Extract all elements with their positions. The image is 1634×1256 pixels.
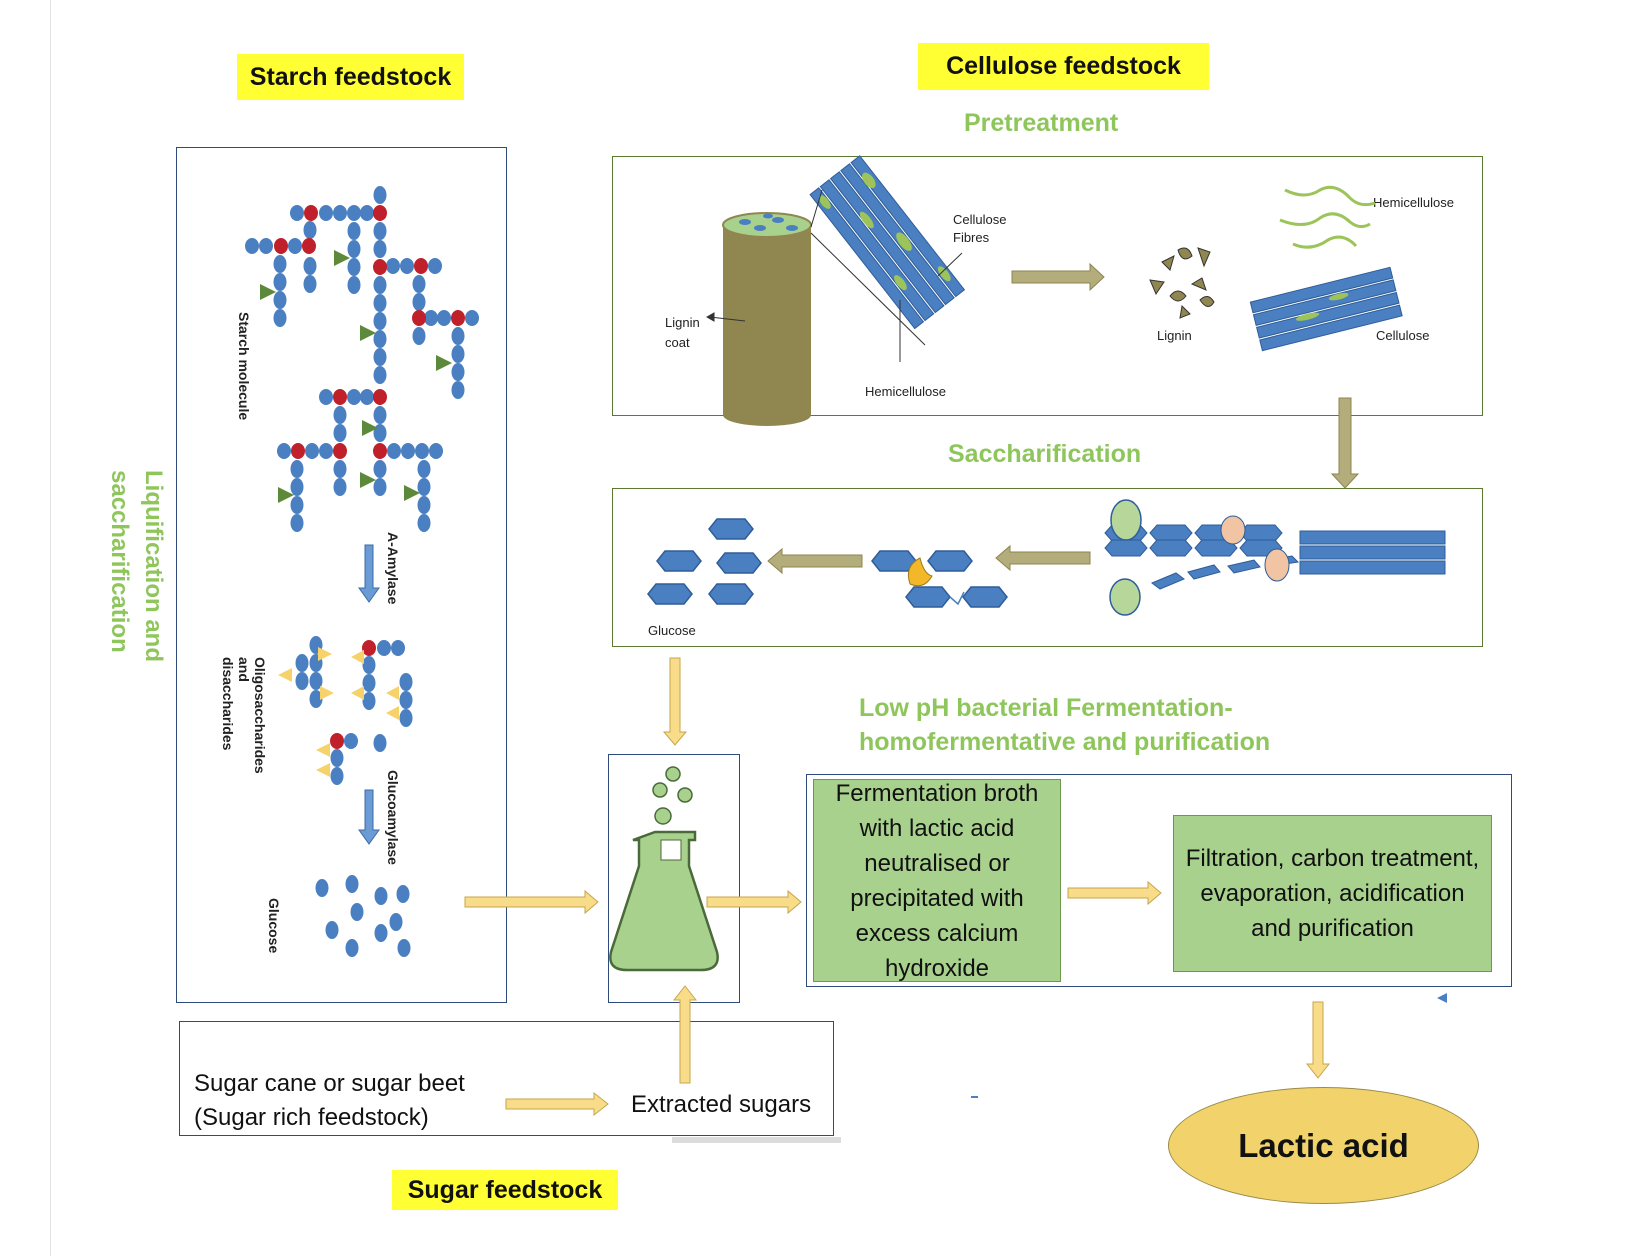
hemicellulose-label-bottom: Hemicellulose — [865, 384, 946, 399]
starch-molecule-label: Starch molecule — [236, 312, 252, 421]
stray-marker — [1437, 993, 1447, 1003]
stray-dash — [971, 1096, 978, 1098]
fermenter-flask-icon — [609, 766, 719, 972]
saccharification-arrows — [767, 544, 1091, 575]
saccharification-glucose-hexagons — [647, 518, 762, 605]
glucose-to-fermenter-arrow — [662, 657, 688, 746]
starch-molecule-graphic — [245, 186, 479, 532]
sugar-panel-shadow — [672, 1137, 841, 1143]
sugar-feedstock-title: Sugar feedstock — [392, 1170, 618, 1210]
liquification-side-title: Liquification and saccharification — [106, 470, 167, 662]
pretreatment-arrow — [1011, 262, 1105, 292]
cellulose-feedstock-title: Cellulose feedstock — [918, 43, 1209, 90]
fermentation-title-line1: Low pH bacterial Fermentation- — [859, 694, 1233, 722]
lactic-acid-product: Lactic acid — [1168, 1087, 1479, 1204]
pretreatment-pointer-lines — [705, 189, 963, 362]
lignin-label: Lignin — [1157, 328, 1192, 343]
starch-glucose-label: Glucose — [266, 898, 282, 954]
fermentation-broth-box: Fermentation broth with lactic acid neut… — [813, 779, 1061, 982]
oligosaccharides-graphic — [278, 636, 413, 785]
cellulose-fibres-label: Cellulose Fibres — [953, 212, 1007, 245]
hemicellulose-strands — [1279, 185, 1376, 249]
sugar-source-line1: Sugar cane or sugar beet — [194, 1070, 465, 1097]
sugar-source-line2: (Sugar rich feedstock) — [194, 1104, 429, 1131]
fermentation-title-line2: homofermentative and purification — [859, 728, 1271, 756]
starch-glucose-graphic — [315, 875, 411, 957]
lignin-fragments — [1149, 247, 1215, 319]
a-amylase-label: A-Amylase — [385, 532, 401, 605]
yellow-flow-arrows — [464, 880, 1331, 1117]
starch-down-arrows — [358, 544, 380, 845]
purification-box: Filtration, carbon treatment, evaporatio… — [1173, 815, 1492, 972]
cellulose-fibres-bundle — [809, 155, 966, 330]
extracted-sugars-label: Extracted sugars — [631, 1091, 812, 1118]
page-edge — [50, 0, 51, 1256]
saccharification-glucose-label: Glucose — [648, 623, 696, 638]
oligosaccharides-label: Oligosaccharides and disaccharides — [220, 657, 268, 774]
saccharification-title: Saccharification — [948, 440, 1142, 468]
glucoamylase-label: Glucoamylase — [385, 770, 401, 865]
sugar-panel — [179, 1021, 834, 1136]
cellulose-label: Cellulose — [1376, 328, 1430, 343]
pretreatment-title: Pretreatment — [964, 109, 1119, 137]
cellulase-degradation-graphic — [1104, 499, 1446, 616]
starch-feedstock-title: Starch feedstock — [237, 54, 464, 100]
enzyme-disaccharide-graphic — [871, 550, 1008, 608]
pretreatment-to-saccharification-arrow — [1330, 397, 1360, 489]
cellulose-fibres-output — [1249, 266, 1403, 352]
lignin-coat-label: Lignin coat — [665, 315, 700, 350]
hemicellulose-label-top: Hemicellulose — [1373, 195, 1454, 210]
starch-panel — [176, 147, 507, 1003]
